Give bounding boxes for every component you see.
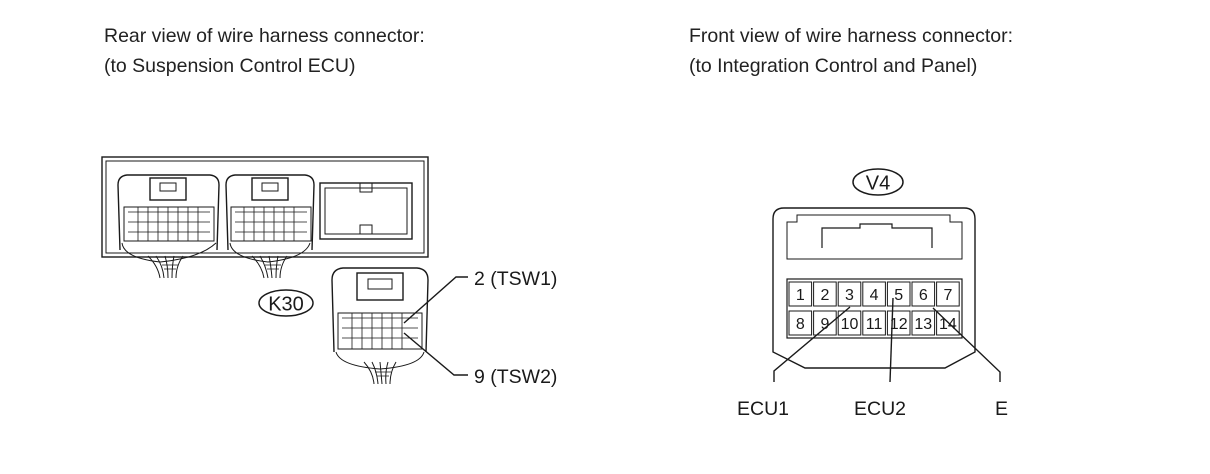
v4-label: V4 bbox=[852, 168, 904, 196]
callout-tsw2: 9 (TSW2) bbox=[474, 366, 557, 388]
pin-cell-11 bbox=[862, 310, 886, 336]
left-caption: Rear view of wire harness connector: (to… bbox=[104, 21, 425, 81]
pin-cell-10 bbox=[837, 310, 862, 336]
pin-number-7: 7 bbox=[943, 287, 952, 304]
pin-number-12: 12 bbox=[890, 316, 908, 333]
k30-wire-bundle bbox=[363, 361, 397, 385]
right-caption-line1: Front view of wire harness connector: bbox=[689, 25, 1014, 47]
pin-cell-12 bbox=[886, 310, 911, 336]
terminal-label-e: E bbox=[995, 398, 1008, 420]
pin-number-6: 6 bbox=[919, 287, 928, 304]
pin-number-14: 14 bbox=[939, 316, 957, 333]
ecu-wire-bundle-1 bbox=[147, 255, 184, 279]
left-caption-line1: Rear view of wire harness connector: bbox=[104, 25, 425, 47]
terminal-label-ecu2: ECU2 bbox=[854, 398, 906, 420]
leader-line-ecu2 bbox=[889, 297, 894, 383]
ecu-empty-header bbox=[319, 182, 413, 240]
pin-number-11: 11 bbox=[866, 316, 883, 333]
pin-cell-13 bbox=[911, 310, 936, 336]
left-caption-line2: (to Suspension Control ECU) bbox=[104, 55, 356, 77]
leader-line-tsw2 bbox=[403, 332, 468, 376]
ecu-socket-1 bbox=[117, 174, 220, 263]
ecu-socket-2 bbox=[225, 174, 315, 263]
pin-number-3: 3 bbox=[845, 287, 854, 304]
pin-number-5: 5 bbox=[894, 287, 903, 304]
k30-label: K30 bbox=[258, 289, 314, 317]
leader-line-tsw1 bbox=[403, 276, 468, 324]
pin-cell-2 bbox=[813, 281, 837, 307]
terminal-label-ecu1: ECU1 bbox=[737, 398, 789, 420]
right-caption: Front view of wire harness connector: (t… bbox=[689, 21, 1013, 81]
ecu-wire-bundle-2 bbox=[251, 255, 288, 279]
leader-line-e bbox=[932, 307, 1001, 382]
pin-number-8: 8 bbox=[796, 316, 805, 333]
pin-number-10: 10 bbox=[841, 316, 859, 333]
pin-cell-4 bbox=[862, 281, 886, 307]
v4-label-text: V4 bbox=[866, 173, 890, 195]
leader-line-ecu1 bbox=[773, 306, 851, 382]
pin-cell-1 bbox=[788, 281, 813, 307]
right-caption-line2: (to Integration Control and Panel) bbox=[689, 55, 978, 77]
callout-tsw1: 2 (TSW1) bbox=[474, 268, 557, 290]
pin-cell-8 bbox=[788, 310, 813, 336]
pin-number-13: 13 bbox=[914, 316, 932, 333]
pin-number-2: 2 bbox=[820, 287, 829, 304]
pin-number-4: 4 bbox=[870, 287, 879, 304]
pin-cell-9 bbox=[813, 310, 837, 336]
pin-number-9: 9 bbox=[820, 316, 829, 333]
pin-number-1: 1 bbox=[796, 287, 805, 304]
pin-cell-6 bbox=[911, 281, 936, 307]
pin-cell-7 bbox=[936, 281, 960, 307]
k30-connector bbox=[331, 267, 429, 370]
k30-label-text: K30 bbox=[268, 294, 304, 316]
pin-cell-3 bbox=[837, 281, 862, 307]
